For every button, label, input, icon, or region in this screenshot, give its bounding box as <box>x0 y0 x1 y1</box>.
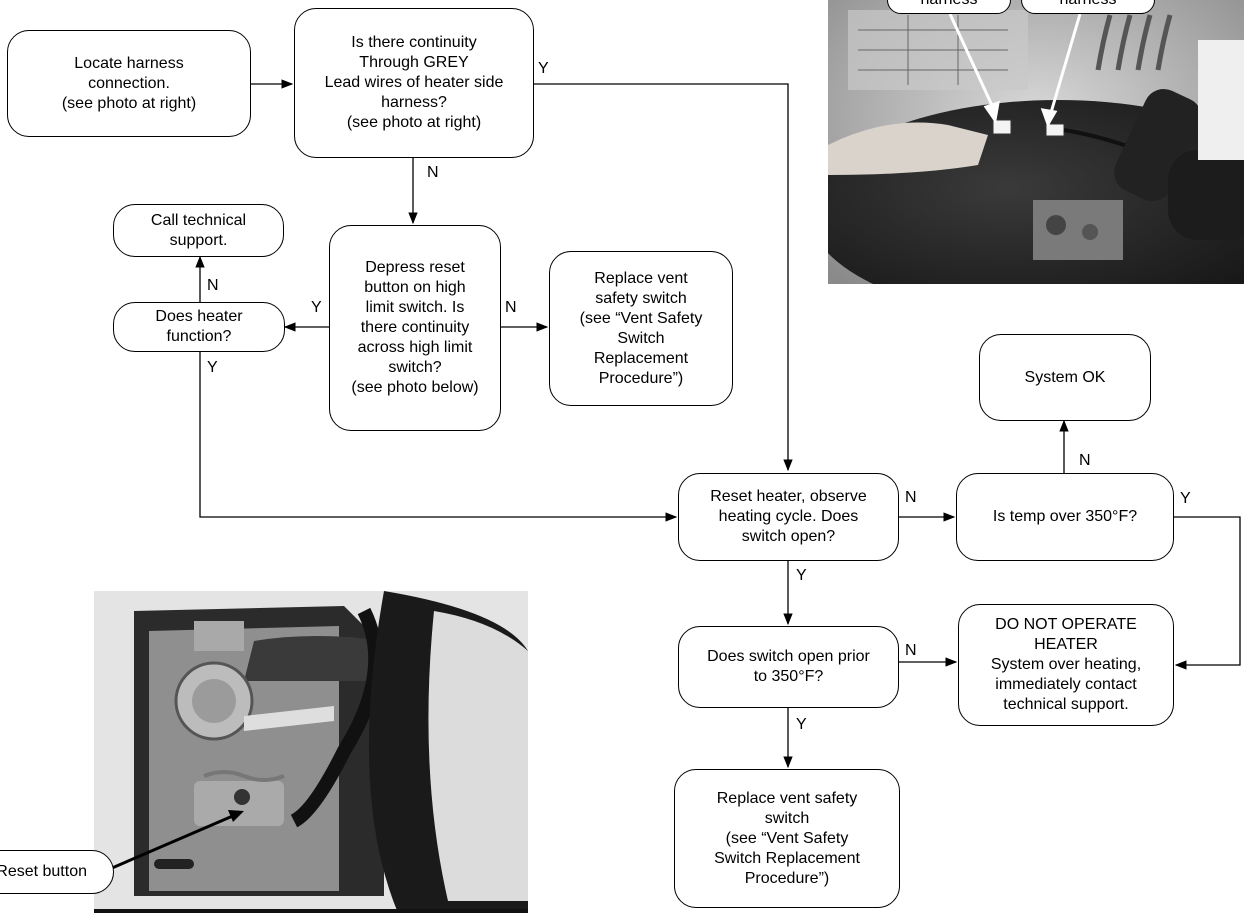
do-not-operate-box: DO NOT OPERATE HEATER System over heatin… <box>958 604 1174 726</box>
label-open-prior-no: N <box>905 642 917 659</box>
reset-heater-box: Reset heater, observe heating cycle. Doe… <box>678 473 899 561</box>
harness-photo <box>828 0 1244 284</box>
locate-harness-box: Locate harness connection. (see photo at… <box>7 30 251 137</box>
label-depress-yes: Y <box>311 299 322 316</box>
label-continuity-no: N <box>427 164 439 181</box>
label-temp-yes: Y <box>1180 490 1191 507</box>
label-temp-no: N <box>1079 452 1091 469</box>
label-continuity-yes: Y <box>538 60 549 77</box>
call-technical-support-box: Call technical support. <box>113 204 284 257</box>
system-ok-box: System OK <box>979 334 1151 421</box>
label-open-prior-yes: Y <box>796 716 807 733</box>
depress-reset-button-box: Depress reset button on high limit switc… <box>329 225 501 431</box>
replace-vent-safety-switch-box-1: Replace vent safety switch (see “Vent Sa… <box>549 251 733 406</box>
arrow-continuity-yes <box>534 83 793 472</box>
switch-open-prior-question-box: Does switch open prior to 350°F? <box>678 626 899 708</box>
high-limit-switch-photo <box>94 591 528 913</box>
arrow-temp-yes <box>1174 516 1241 670</box>
label-reset-no: N <box>905 489 917 506</box>
temp-over-350-question-box: Is temp over 350°F? <box>956 473 1174 561</box>
label-depress-no: N <box>505 299 517 316</box>
heater-function-question-box: Does heater function? <box>113 302 285 352</box>
label-reset-yes: Y <box>796 567 807 584</box>
label-heater-function-no: N <box>207 277 219 294</box>
label-heater-function-yes: Y <box>207 359 218 376</box>
continuity-question-box: Is there continuity Through GREY Lead wi… <box>294 8 534 158</box>
harness-callout-right: harness <box>1021 0 1155 14</box>
harness-callout-left: harness <box>887 0 1011 14</box>
arrow-heater-function-yes <box>199 352 678 522</box>
replace-vent-safety-switch-box-2: Replace vent safety switch (see “Vent Sa… <box>674 769 900 908</box>
reset-button-callout: Reset button <box>0 850 114 894</box>
